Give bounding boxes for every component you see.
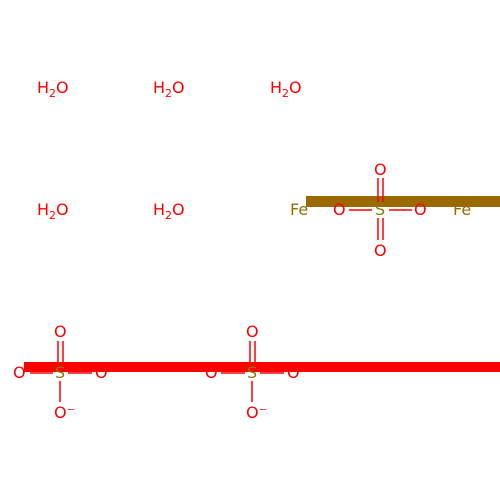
oxygen-top: O xyxy=(374,160,387,179)
oxygen-bottom-charged: O⁻ xyxy=(54,403,75,422)
oxygen-right: O xyxy=(287,363,300,382)
oxygen-left: O xyxy=(205,363,218,382)
water-molecule-1: H2O xyxy=(37,78,69,100)
water-molecule-3: H2O xyxy=(270,78,302,100)
water-molecule-2: H2O xyxy=(153,78,185,100)
oxygen-left: O xyxy=(333,200,346,219)
svg-text:H2O: H2O xyxy=(153,200,185,222)
water-molecule-4: H2O xyxy=(37,200,69,222)
iron-bond-bar xyxy=(306,196,500,207)
oxygen-top: O xyxy=(246,322,259,341)
sulfate-group-2: O O⁻ O O S xyxy=(13,322,108,422)
oxygen-bottom-charged: O⁻ xyxy=(246,403,267,422)
iron-atom-1: Fe xyxy=(290,200,308,219)
svg-text:H2O: H2O xyxy=(37,200,69,222)
oxygen-right: O xyxy=(414,200,427,219)
iron-atom-2: Fe xyxy=(453,200,471,219)
svg-text:H2O: H2O xyxy=(270,78,302,100)
sulfate-group-1: O O O O S xyxy=(333,160,427,260)
oxygen-right: O xyxy=(95,363,108,382)
sulfur-atom: S xyxy=(247,363,257,382)
sulfur-atom: S xyxy=(55,363,65,382)
sulfate-group-3: O O⁻ O O S xyxy=(205,322,300,422)
oxygen-bottom: O xyxy=(374,241,387,260)
oxygen-top: O xyxy=(54,322,67,341)
water-molecule-5: H2O xyxy=(153,200,185,222)
sulfur-atom: S xyxy=(375,200,385,219)
oxygen-left: O xyxy=(13,363,26,382)
svg-text:H2O: H2O xyxy=(37,78,69,100)
oxygen-bond-bar xyxy=(24,362,500,372)
svg-text:H2O: H2O xyxy=(153,78,185,100)
